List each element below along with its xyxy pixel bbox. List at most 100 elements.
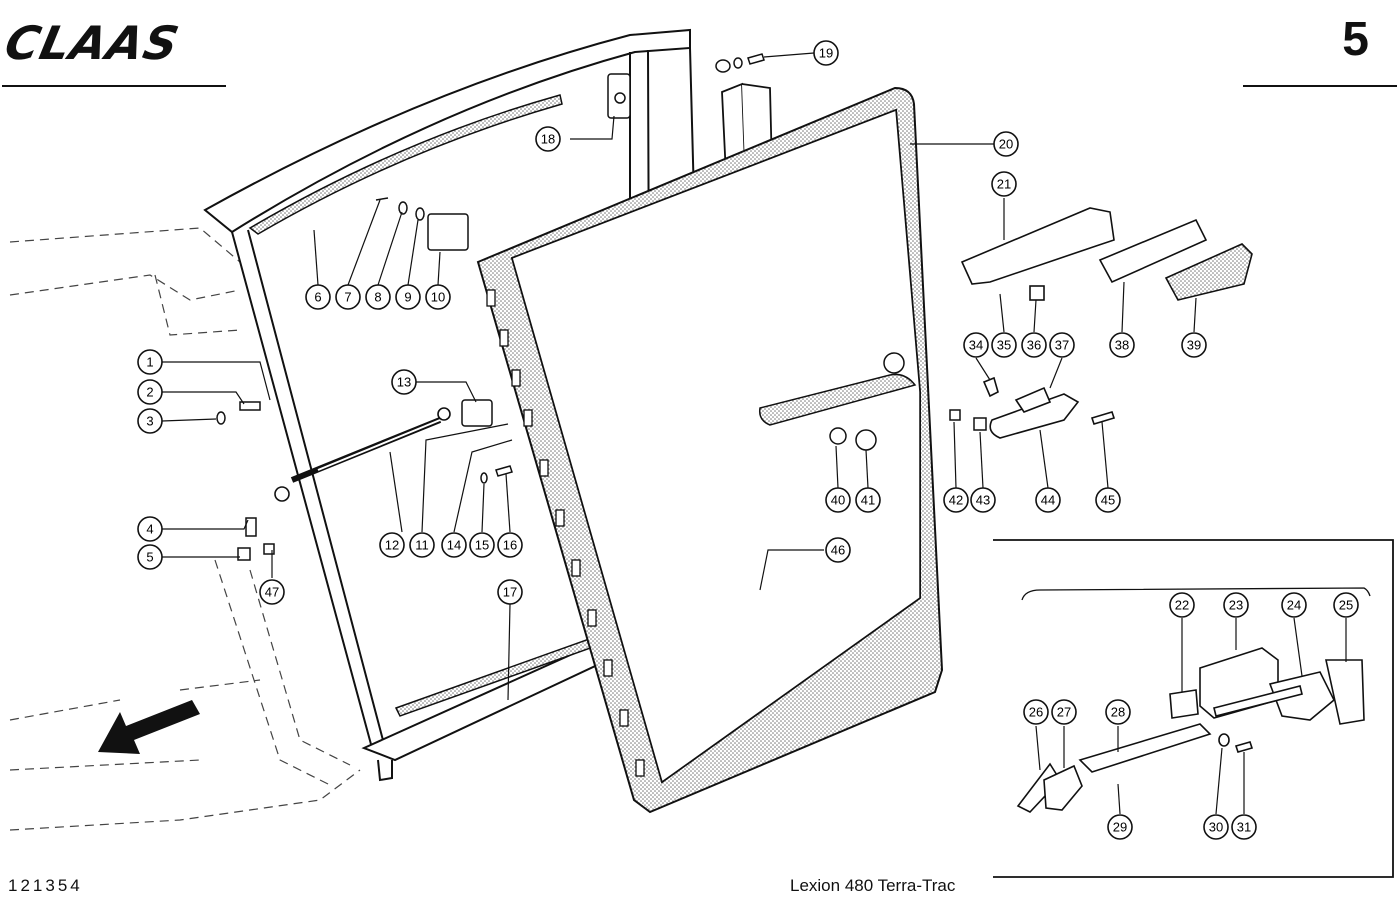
callout-41: 41 [855, 487, 881, 513]
callout-label: 3 [146, 414, 153, 429]
callout-label: 42 [949, 493, 963, 508]
callout-19: 19 [813, 40, 839, 66]
callout-46: 46 [825, 537, 851, 563]
callout-label: 11 [415, 538, 429, 553]
callout-label: 7 [344, 290, 351, 305]
callout-24: 24 [1281, 592, 1307, 618]
callout-34: 34 [963, 332, 989, 358]
callout-7: 7 [335, 284, 361, 310]
callout-label: 19 [819, 46, 833, 61]
gasket-strip-top [248, 94, 563, 235]
leader-lines [161, 52, 1347, 815]
callout-label: 47 [265, 585, 279, 600]
callout-18: 18 [535, 126, 561, 152]
callout-label: 8 [374, 290, 381, 305]
callout-1: 1 [137, 349, 163, 375]
callout-label: 31 [1237, 820, 1251, 835]
cab-outline [9, 227, 361, 831]
model-name: Lexion 480 Terra-Trac [790, 876, 956, 895]
callout-label: 15 [475, 538, 489, 553]
callout-3: 3 [137, 408, 163, 434]
callout-label: 39 [1187, 338, 1201, 353]
inset-box [993, 539, 1394, 878]
callout-label: 38 [1115, 338, 1129, 353]
callout-label: 37 [1055, 338, 1069, 353]
callout-label: 14 [447, 538, 461, 553]
callout-label: 41 [861, 493, 875, 508]
callout-label: 46 [831, 543, 845, 558]
callout-38: 38 [1109, 332, 1135, 358]
lock-and-handle [960, 207, 1253, 439]
door-hinges [486, 289, 645, 777]
callout-label: 5 [146, 550, 153, 565]
callout-39: 39 [1181, 332, 1207, 358]
callout-label: 4 [146, 522, 153, 537]
callout-36: 36 [1021, 332, 1047, 358]
callout-label: 10 [431, 290, 445, 305]
callout-4: 4 [137, 516, 163, 542]
callout-23: 23 [1223, 592, 1249, 618]
callout-label: 16 [503, 538, 517, 553]
callout-label: 24 [1287, 598, 1301, 613]
callout-label: 35 [997, 338, 1011, 353]
callout-40: 40 [825, 487, 851, 513]
callout-label: 9 [404, 290, 411, 305]
callout-label: 36 [1027, 338, 1041, 353]
callout-label: 17 [503, 585, 517, 600]
callout-29: 29 [1107, 814, 1133, 840]
callout-label: 28 [1111, 705, 1125, 720]
callout-31: 31 [1231, 814, 1257, 840]
callout-35: 35 [991, 332, 1017, 358]
callout-label: 2 [146, 385, 153, 400]
callout-14: 14 [441, 532, 467, 558]
callout-37: 37 [1049, 332, 1075, 358]
callout-label: 34 [969, 338, 983, 353]
callout-20: 20 [993, 131, 1019, 157]
callout-label: 18 [541, 132, 555, 147]
callout-label: 30 [1209, 820, 1223, 835]
callout-label: 40 [831, 493, 845, 508]
callout-47: 47 [259, 579, 285, 605]
page-number: 5 [1342, 13, 1369, 66]
callout-28: 28 [1105, 699, 1131, 725]
callout-30: 30 [1203, 814, 1229, 840]
callout-label: 25 [1339, 598, 1353, 613]
callout-label: 23 [1229, 598, 1243, 613]
callout-44: 44 [1035, 487, 1061, 513]
callout-label: 29 [1113, 820, 1127, 835]
callout-8: 8 [365, 284, 391, 310]
callout-label: 1 [146, 355, 153, 370]
callout-9: 9 [395, 284, 421, 310]
callout-17: 17 [497, 579, 523, 605]
callout-26: 26 [1023, 699, 1049, 725]
callout-label: 12 [385, 538, 399, 553]
callout-16: 16 [497, 532, 523, 558]
callout-45: 45 [1095, 487, 1121, 513]
callout-15: 15 [469, 532, 495, 558]
callout-label: 22 [1175, 598, 1189, 613]
callout-label: 44 [1041, 493, 1055, 508]
callout-6: 6 [305, 284, 331, 310]
document-id: 121354 [8, 876, 83, 895]
callout-label: 26 [1029, 705, 1043, 720]
callout-42: 42 [943, 487, 969, 513]
callout-43: 43 [970, 487, 996, 513]
direction-arrow-icon [98, 700, 200, 754]
callout-22: 22 [1169, 592, 1195, 618]
callout-label: 13 [397, 375, 411, 390]
callout-label: 21 [997, 177, 1011, 192]
callout-label: 43 [976, 493, 990, 508]
gas-strut [274, 407, 451, 502]
callout-12: 12 [379, 532, 405, 558]
hardware-parts [216, 53, 987, 561]
callout-label: 27 [1057, 705, 1071, 720]
callout-label: 6 [314, 290, 321, 305]
callout-11: 11 [409, 532, 435, 558]
callout-label: 20 [999, 137, 1013, 152]
callout-5: 5 [137, 544, 163, 570]
callout-label: 45 [1101, 493, 1115, 508]
callout-27: 27 [1051, 699, 1077, 725]
callout-21: 21 [991, 171, 1017, 197]
